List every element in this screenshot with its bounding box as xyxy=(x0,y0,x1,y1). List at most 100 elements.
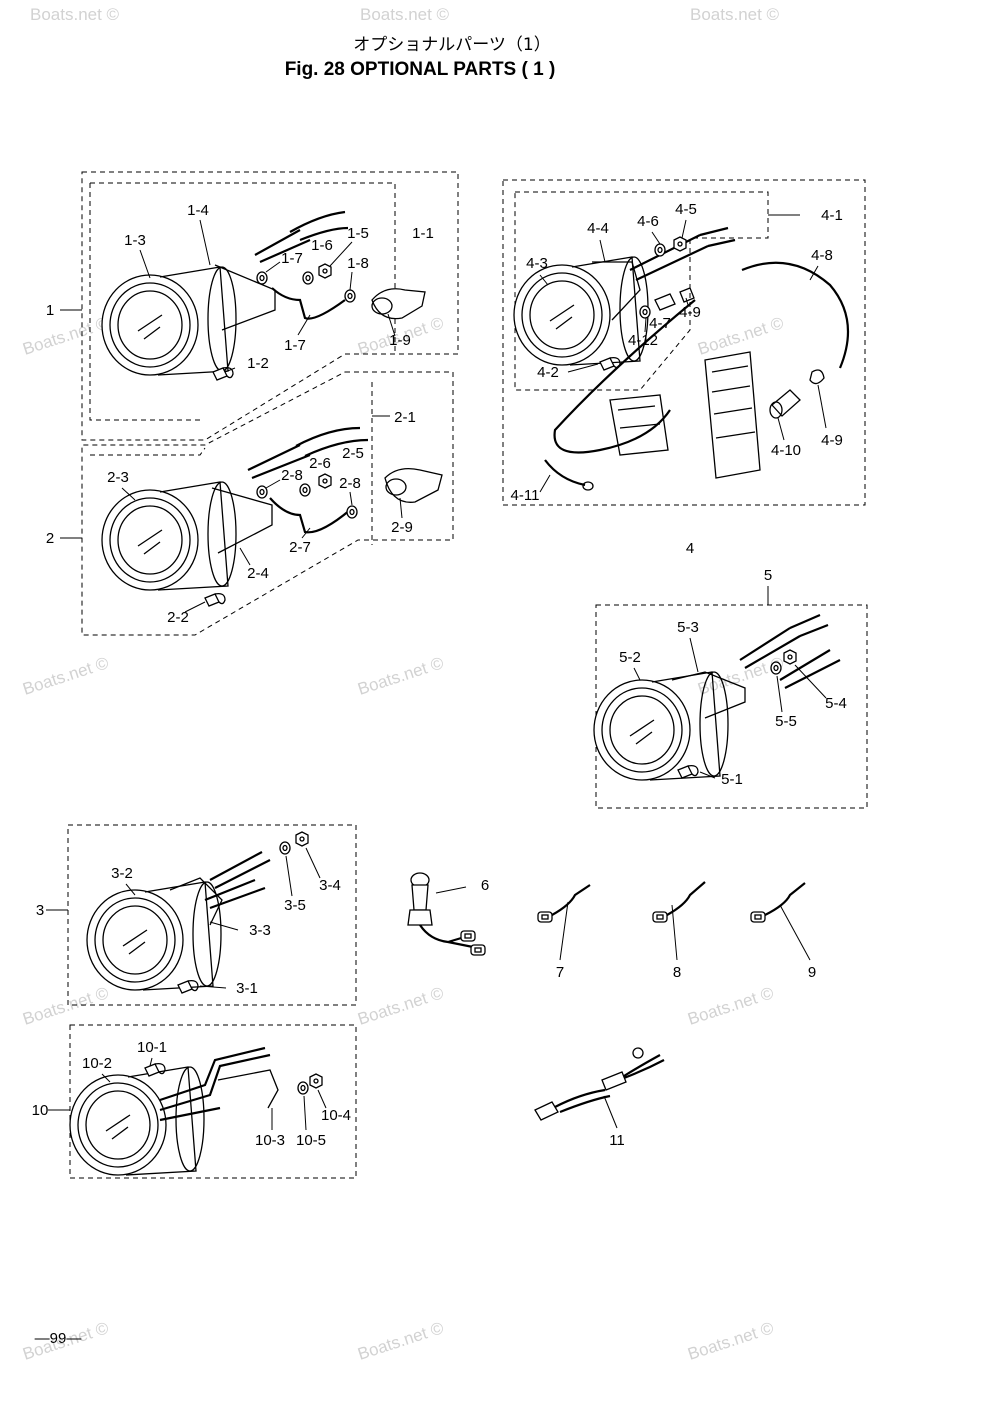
part-callout: 3-5 xyxy=(284,897,306,914)
washer xyxy=(256,485,268,499)
part-callout: 1-2 xyxy=(247,355,269,372)
part-callout: 5-4 xyxy=(825,695,847,712)
part-callout: 5-2 xyxy=(619,649,641,666)
ground-lead xyxy=(544,459,586,487)
temperature-sensor xyxy=(771,389,801,417)
bulb xyxy=(204,592,226,607)
part-callout: 2-6 xyxy=(309,455,331,472)
part-callout: 4-10 xyxy=(771,442,801,459)
mounting-bracket xyxy=(592,261,641,321)
part-callout: 4-9 xyxy=(821,432,843,449)
part-callout: 4-11 xyxy=(511,487,540,504)
part-callout: 7 xyxy=(556,964,564,981)
part-callout: 10-3 xyxy=(255,1132,285,1149)
part-callout: 3-2 xyxy=(111,865,133,882)
part-callout: 10-4 xyxy=(321,1107,351,1124)
bolt xyxy=(654,293,676,311)
nut xyxy=(318,263,332,279)
part-callout: 3-3 xyxy=(249,922,271,939)
part-callout: 10-2 xyxy=(82,1055,112,1072)
svg-text:Boats.net ©: Boats.net © xyxy=(355,1318,446,1364)
part-callout: 4-9 xyxy=(679,304,701,321)
group-10: 10 10-1 10-2 10-4 10-3 10-5 xyxy=(32,1024,357,1179)
nut xyxy=(318,473,332,489)
svg-text:Boats.net ©: Boats.net © xyxy=(695,313,786,359)
mounting-bracket xyxy=(169,877,223,926)
tachometer-gauge xyxy=(101,481,237,591)
bulb xyxy=(212,366,234,381)
washer xyxy=(346,505,358,519)
group-3: 3 3-2 3-4 3-5 3-3 3-1 xyxy=(36,824,357,1006)
part-callout: 2-1 xyxy=(394,409,416,426)
clamp xyxy=(809,369,825,385)
sensor-lead xyxy=(741,261,850,369)
part-callout: 4-12 xyxy=(628,332,658,349)
washer xyxy=(770,661,782,675)
part-callout: 4-8 xyxy=(811,247,833,264)
part-callout: 2-5 xyxy=(342,445,364,462)
part-9: 9 xyxy=(750,882,816,981)
part-callout: 1-7 xyxy=(281,250,303,267)
part-callout: 1-7 xyxy=(284,337,306,354)
part-callout: 1-3 xyxy=(124,232,146,249)
svg-text:Boats.net ©: Boats.net © xyxy=(360,5,450,24)
tachometer-gauge xyxy=(101,266,237,376)
svg-text:Boats.net ©: Boats.net © xyxy=(355,983,446,1029)
part-callout: 8 xyxy=(673,964,681,981)
bracket xyxy=(217,1069,279,1109)
page-number: —99— xyxy=(35,1330,82,1347)
group-4: 4-1 4-5 4-6 4-4 4-8 4-3 4-9 4-7 4-12 4-2… xyxy=(502,179,866,557)
svg-text:Boats.net ©: Boats.net © xyxy=(20,653,111,699)
part-callout: 11 xyxy=(609,1132,625,1149)
part-callout: 2-7 xyxy=(289,539,311,556)
part-callout: 3-1 xyxy=(236,980,258,997)
connector xyxy=(460,930,476,942)
bulb xyxy=(677,764,699,779)
svg-text:Boats.net ©: Boats.net © xyxy=(690,5,780,24)
clip xyxy=(679,287,695,303)
part-6: 6 xyxy=(407,872,489,956)
part-callout: 4-5 xyxy=(675,201,697,218)
part-callout: 1-5 xyxy=(347,225,369,242)
mounting-bracket xyxy=(211,487,273,554)
part-callout: 1-9 xyxy=(389,332,411,349)
part-callout: 2-9 xyxy=(391,519,413,536)
cylinder-head xyxy=(609,394,669,456)
title-japanese: オプショナルパーツ（1） xyxy=(353,35,550,55)
connector xyxy=(470,944,486,956)
part-callout: 1-6 xyxy=(311,237,333,254)
washer xyxy=(654,243,666,257)
part-callout: 2-4 xyxy=(247,565,269,582)
washer xyxy=(279,841,291,855)
group-label: 2 xyxy=(46,530,54,547)
bulb xyxy=(144,1062,166,1077)
part-callout: 1-8 xyxy=(347,255,369,272)
hour-meter-switch xyxy=(371,288,426,320)
part-callout: 4-6 xyxy=(637,213,659,230)
group-label: 3 xyxy=(36,902,44,919)
part-8: 8 xyxy=(652,881,706,981)
nut xyxy=(673,236,687,252)
part-callout: 5-3 xyxy=(677,619,699,636)
figure-title: Fig. 28 OPTIONAL PARTS ( 1 ) xyxy=(285,59,556,80)
part-callout: 2-8 xyxy=(281,467,303,484)
part-11: 11 xyxy=(534,1047,665,1149)
mounting-bracket xyxy=(214,264,276,331)
part-callout: 10-1 xyxy=(137,1039,167,1056)
part-callout: 3-4 xyxy=(319,877,341,894)
group-1: 1 1-4 1-3 1-5 1-6 1-7 1-8 1-1 1-7 1-2 1-… xyxy=(46,171,459,441)
washer xyxy=(297,1081,309,1095)
part-callout: 4-1 xyxy=(821,207,843,224)
part-callout: 2-3 xyxy=(107,469,129,486)
mounting-bracket xyxy=(671,671,746,719)
group-label: 1 xyxy=(46,302,54,319)
nut xyxy=(309,1073,323,1089)
part-callout: 1-1 xyxy=(412,225,434,242)
nut xyxy=(295,831,309,847)
svg-text:Boats.net ©: Boats.net © xyxy=(685,1318,776,1364)
part-callout: 1-4 xyxy=(187,202,209,219)
washer xyxy=(302,271,314,285)
washer xyxy=(299,483,311,497)
washer xyxy=(256,271,268,285)
